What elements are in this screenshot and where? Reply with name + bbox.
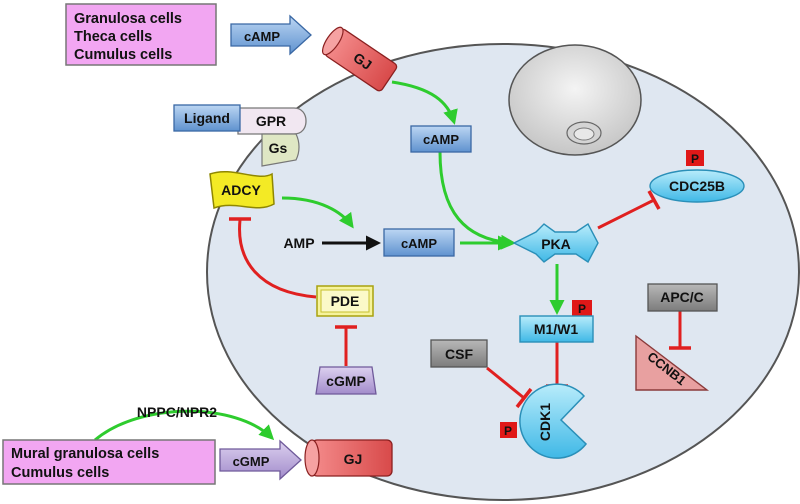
svg-text:cAMP: cAMP [244, 29, 280, 44]
ligand-receptor: GPR Ligand Gs [173, 104, 307, 167]
cgmp-outer-arrow: cGMP [219, 439, 302, 481]
gpr-label: GPR [256, 113, 286, 129]
nppc-arrow [94, 409, 275, 442]
svg-text:PKA: PKA [541, 236, 571, 252]
svg-text:M1/W1: M1/W1 [534, 321, 579, 337]
phospho-tag: P [691, 152, 699, 166]
gs-label: Gs [269, 140, 288, 156]
outer-cell-label: Cumulus cells [74, 47, 172, 63]
svg-text:cGMP: cGMP [326, 373, 366, 389]
cdk1-node: CDK1 P [500, 383, 588, 459]
svg-text:APC/C: APC/C [660, 289, 704, 305]
pka-inhibits-cdc25b [597, 198, 655, 230]
svg-text:cAMP: cAMP [401, 236, 437, 251]
outer-cell-label: Cumulus cells [11, 465, 109, 481]
camp-outer-arrow: cAMP [230, 14, 312, 56]
nucleus [508, 44, 642, 156]
camp-center-node: cAMP [383, 228, 455, 257]
camp-mid-node: cAMP [410, 125, 472, 153]
camp-to-pka-arrow [438, 151, 516, 250]
gap-junction-bottom: GJ [304, 439, 393, 477]
apcc-node: APC/C [647, 283, 718, 312]
ligand-label: Ligand [184, 110, 230, 126]
phospho-tag: P [578, 302, 586, 316]
m1w1-node: P M1/W1 [519, 300, 594, 343]
cgmp-inner-node: cGMP [315, 366, 377, 395]
adcy-to-camp-arrow [281, 196, 354, 229]
phospho-tag: P [504, 424, 512, 438]
amp-label: AMP [283, 235, 314, 251]
nucleolus-inner [573, 127, 595, 141]
svg-text:PDE: PDE [331, 293, 360, 309]
svg-text:GJ: GJ [344, 451, 363, 467]
pka-inhibits-cdc25b-bar [647, 190, 661, 210]
pka-node: PKA [512, 222, 599, 264]
gj-to-camp-arrow [391, 80, 458, 125]
csf-inhibits-cdk1-bar [515, 387, 533, 409]
outer-cell-label: Granulosa cells [74, 11, 182, 27]
nppc-npr2-label: NPPC/NPR2 [137, 404, 217, 420]
gap-junction-top: GJ [321, 26, 398, 92]
adcy-node: ADCY [209, 170, 275, 210]
mural-granulosa-box: Mural granulosa cells Cumulus cells [2, 439, 216, 485]
cdc25b-node: P CDC25B [649, 150, 745, 203]
outer-cell-label: Theca cells [74, 29, 152, 45]
svg-text:cGMP: cGMP [233, 454, 270, 469]
pde-node: PDE [316, 285, 374, 317]
svg-text:CSF: CSF [445, 346, 473, 362]
svg-text:cAMP: cAMP [423, 132, 459, 147]
svg-text:CDC25B: CDC25B [669, 178, 725, 194]
csf-inhibits-cdk1 [486, 366, 525, 400]
svg-text:CDK1: CDK1 [537, 403, 553, 441]
csf-node: CSF [430, 339, 488, 368]
pde-inhibits-adcy [238, 219, 317, 299]
outer-cell-label: Mural granulosa cells [11, 446, 159, 462]
granulosa-theca-cumulus-box: Granulosa cells Theca cells Cumulus cell… [65, 3, 217, 66]
svg-text:ADCY: ADCY [221, 182, 261, 198]
